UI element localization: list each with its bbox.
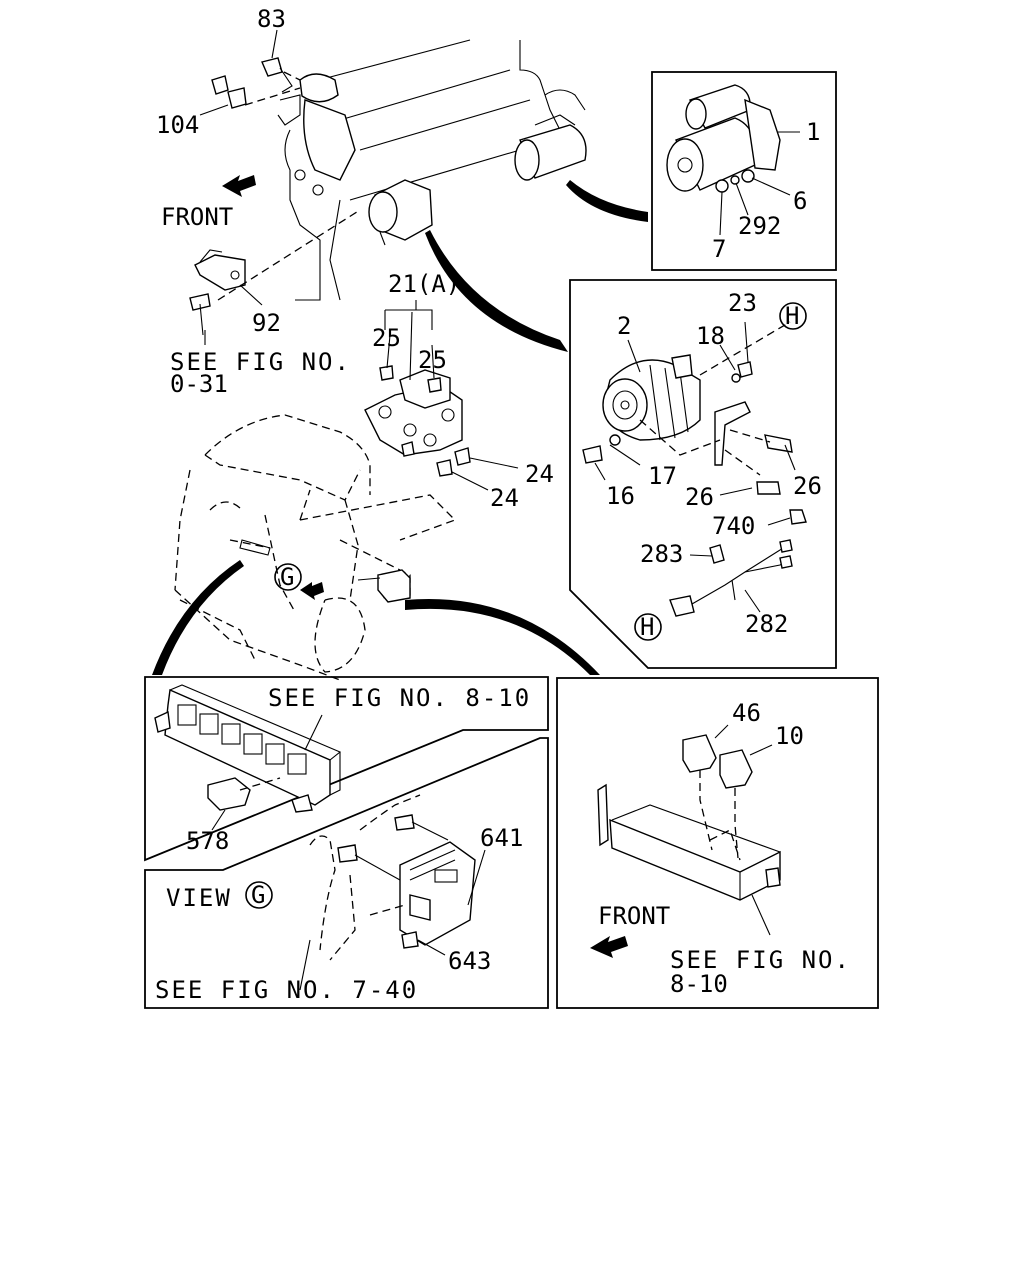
callout-25-right: 25 (418, 346, 447, 374)
callout-83: 83 (257, 5, 286, 33)
engine-illustration (189, 39, 587, 336)
callout-643: 643 (448, 947, 491, 975)
callout-740: 740 (712, 512, 755, 540)
callout-21a: 21(A) (388, 270, 460, 298)
alternator-detail-box (569, 279, 837, 669)
callout-92: 92 (252, 309, 281, 337)
callout-282: 282 (745, 610, 788, 638)
callout-7: 7 (712, 235, 726, 263)
front-label-top: FRONT (161, 203, 233, 231)
alternator-bracket (364, 365, 519, 491)
truck-illustration (174, 414, 457, 681)
callout-292: 292 (738, 212, 781, 240)
front-arrow-icon (222, 175, 256, 197)
front-label-right: FRONT (598, 902, 670, 930)
marker-g-view: G (251, 881, 265, 909)
callout-46: 46 (732, 699, 761, 727)
callout-10: 10 (775, 722, 804, 750)
relay-tray (597, 734, 781, 901)
callout-26-right: 26 (793, 472, 822, 500)
alternator (582, 354, 807, 525)
callout-18: 18 (696, 322, 725, 350)
callout-6: 6 (793, 187, 807, 215)
view-g-detail-box (144, 737, 549, 1009)
see-fig-031-line2: 0-31 (170, 370, 228, 398)
marker-g-main: G (280, 563, 294, 591)
relay-detail-box (556, 677, 879, 1009)
callout-2: 2 (617, 312, 631, 340)
fuse-detail-box (144, 676, 549, 862)
fuse-block (154, 684, 342, 813)
callout-24-lower: 24 (490, 484, 519, 512)
reference-labels: FRONT SEE FIG NO. 0-31 SEE FIG NO. 8-10 … (155, 203, 851, 1004)
starter-motor (666, 84, 781, 193)
marker-h-top: H (785, 302, 799, 330)
callout-104: 104 (156, 111, 199, 139)
circle-markers: H H G G (245, 302, 807, 909)
callout-578: 578 (186, 827, 229, 855)
front-arrow-right-icon (590, 936, 628, 958)
callout-labels: 83 104 92 21(A) 25 25 24 24 1 6 292 7 2 … (156, 5, 822, 975)
see-fig-810-right-line2: 8-10 (670, 970, 728, 998)
callout-1: 1 (806, 118, 820, 146)
control-unit (337, 814, 476, 949)
callout-641: 641 (480, 824, 523, 852)
view-label: VIEW (166, 884, 232, 912)
callout-23: 23 (728, 289, 757, 317)
see-fig-031-line1: SEE FIG NO. (170, 348, 351, 376)
callout-283: 283 (640, 540, 683, 568)
wire-harness (669, 539, 793, 617)
marker-h-bottom: H (640, 613, 654, 641)
see-fig-810-top: SEE FIG NO. 8-10 (268, 684, 531, 712)
callout-26-lower: 26 (685, 483, 714, 511)
see-fig-810-right-line1: SEE FIG NO. (670, 946, 851, 974)
callout-16: 16 (606, 482, 635, 510)
callout-24-upper: 24 (525, 460, 554, 488)
starter-detail-box (651, 71, 837, 271)
callout-17: 17 (648, 462, 677, 490)
see-fig-740: SEE FIG NO. 7-40 (155, 976, 418, 1004)
callout-25-left: 25 (372, 324, 401, 352)
